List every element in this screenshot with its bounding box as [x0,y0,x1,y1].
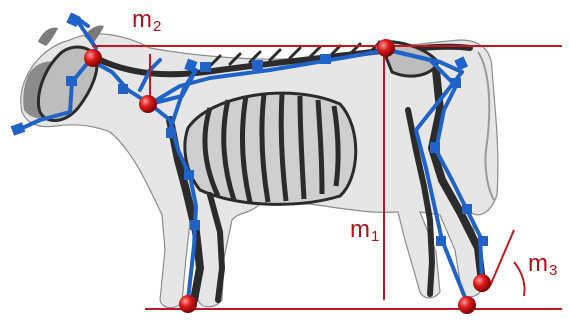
label-m1: m1 [350,218,379,244]
m3-angle-arc [514,262,525,296]
label-m3-sub: 3 [549,262,557,279]
label-m2: m2 [132,8,161,34]
label-m2-sub: 2 [153,18,161,35]
label-m3: m3 [528,252,557,278]
shoulder-joint-marker [139,95,157,113]
hind-hoof-marker [458,296,476,314]
hip-joint-marker [377,39,395,57]
rib-cage [185,93,356,204]
hind-fetlock-marker [473,274,491,292]
label-m2-base: m [132,6,152,33]
label-m1-base: m [350,216,370,243]
head-joint-marker [84,49,102,67]
label-m1-sub: 1 [371,228,379,245]
m3-hoof-line [490,230,514,286]
label-m3-base: m [528,250,548,277]
front-hoof-marker [179,295,197,313]
